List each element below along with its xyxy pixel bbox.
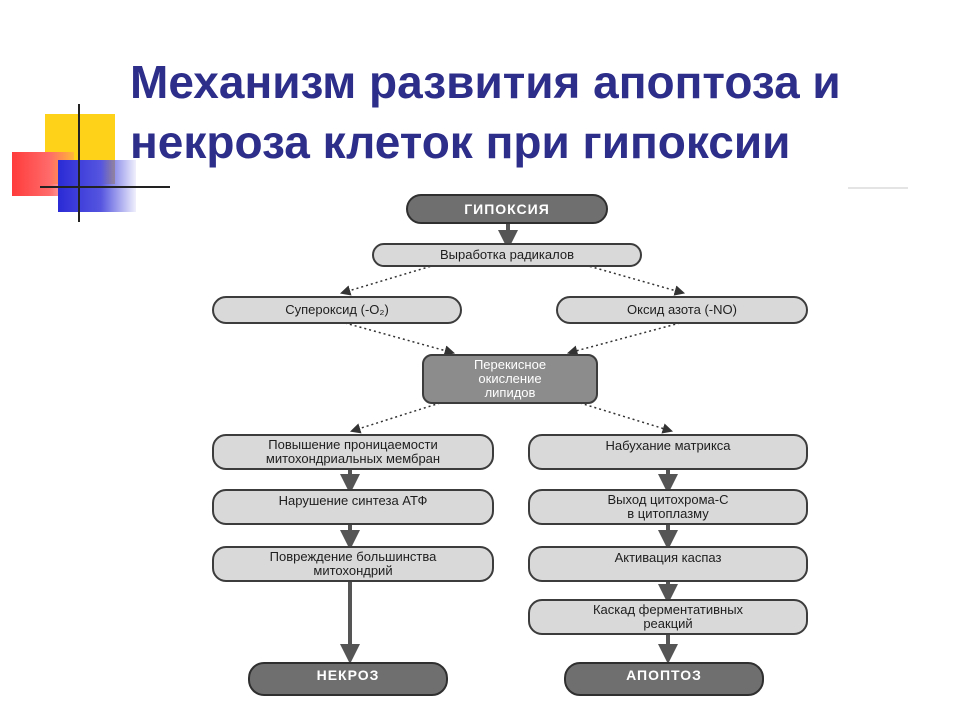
- box-lipid-line-2: окисление: [478, 371, 542, 386]
- box-hypoxia: ГИПОКСИЯ: [406, 194, 608, 224]
- box-nitric-oxide: Оксид азота (-NO): [556, 296, 808, 324]
- dotted-radicals-no: [584, 264, 686, 296]
- box-lipid-line-3: липидов: [484, 385, 536, 400]
- decor-grey-line: [848, 187, 908, 189]
- box-damage-line-2: митохондрий: [313, 563, 393, 578]
- box-atp-synthesis: Нарушение синтеза АТФ: [212, 489, 494, 525]
- box-necrosis: НЕКРОЗ: [248, 662, 448, 696]
- box-permeability-line-1: Повышение проницаемости: [268, 437, 438, 452]
- box-radicals: Выработка радикалов: [372, 243, 642, 267]
- box-nitric-oxide-label: Оксид азота (-NO): [627, 302, 737, 317]
- box-lipid-peroxidation: Перекисное окисление липидов: [422, 354, 598, 404]
- box-apoptosis: АПОПТОЗ: [564, 662, 764, 696]
- box-permeability-line-2: митохондриальных мембран: [265, 451, 441, 466]
- box-apoptosis-label: АПОПТОЗ: [626, 667, 702, 683]
- box-matrix-swelling: Набухание матрикса: [528, 434, 808, 470]
- dotted-no-lipids: [566, 322, 681, 356]
- box-necrosis-label: НЕКРОЗ: [316, 667, 380, 683]
- box-cytochrome-release: Выход цитохрома-С в цитоплазму: [528, 489, 808, 525]
- dotted-radicals-superoxide: [339, 264, 436, 296]
- slide-title-line-2: некроза клеток при гипоксии: [130, 116, 791, 168]
- box-caspase-activation-label: Активация каспаз: [614, 550, 722, 565]
- box-damage-line-1: Повреждение большинства: [269, 549, 437, 564]
- box-superoxide: Супероксид (-O₂): [212, 296, 462, 324]
- box-hypoxia-label: ГИПОКСИЯ: [464, 201, 550, 217]
- box-cytochrome-line-2: в цитоплазму: [627, 506, 709, 521]
- box-cascade-line-1: Каскад ферментативных: [592, 602, 744, 617]
- dotted-superoxide-lipids: [344, 322, 456, 356]
- slide-title: Механизм развития апоптоза и некроза кле…: [130, 52, 930, 172]
- box-superoxide-label: Супероксид (-O₂): [285, 302, 389, 317]
- decor-horizontal-line: [40, 186, 170, 188]
- decor-vertical-line: [78, 104, 80, 222]
- box-radicals-label: Выработка радикалов: [439, 247, 574, 262]
- box-enzyme-cascade: Каскад ферментативных реакций: [528, 599, 808, 635]
- box-lipid-line-1: Перекисное: [473, 357, 547, 372]
- box-atp-synthesis-label: Нарушение синтеза АТФ: [278, 493, 428, 508]
- box-permeability: Повышение проницаемости митохондриальных…: [212, 434, 494, 470]
- slide-title-line-1: Механизм развития апоптоза и: [130, 56, 841, 108]
- box-caspase-activation: Активация каспаз: [528, 546, 808, 582]
- dotted-lipids-permeability: [349, 402, 441, 434]
- box-cytochrome-line-1: Выход цитохрома-С: [607, 492, 729, 507]
- dotted-lipids-swelling: [579, 402, 674, 434]
- box-matrix-swelling-label: Набухание матрикса: [605, 438, 731, 453]
- box-cascade-line-2: реакций: [643, 616, 693, 631]
- box-mitochondria-damage: Повреждение большинства митохондрий: [212, 546, 494, 582]
